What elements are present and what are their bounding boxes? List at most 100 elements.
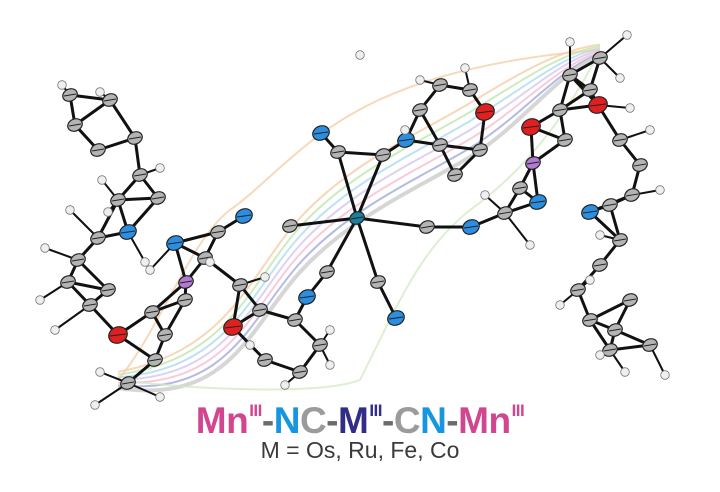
hydrogen-atom [57, 80, 67, 90]
formula-symbol: C [299, 400, 327, 441]
hydrogen-atom [620, 367, 630, 377]
ellipsoid-axis [563, 73, 577, 77]
hydrogen-atom [40, 243, 50, 253]
hydrogen-atom [645, 125, 655, 135]
hydrogen-atom [245, 340, 255, 350]
ellipsoid-axis [63, 93, 77, 97]
ellipsoid-axis [288, 318, 302, 322]
ellipsoid-axis [91, 236, 105, 240]
ellipsoid-axis [420, 225, 434, 229]
ellipsoid-axis [233, 283, 247, 287]
ellipsoid-axis [178, 298, 192, 302]
ellipsoid-axis [83, 303, 97, 307]
ellipsoid-axis [476, 110, 494, 114]
ellipsoid-axis [582, 210, 598, 214]
hydrogen-atom [460, 63, 470, 73]
ellipsoid-axis [101, 288, 115, 292]
hydrogen-atom [480, 190, 490, 200]
ellipsoid-axis [613, 238, 627, 242]
bond [325, 216, 359, 274]
hydrogen-atom [585, 275, 595, 285]
hydrogen-atom [140, 257, 150, 267]
ellipsoid-axis [463, 225, 479, 229]
ellipsoid-axis [224, 325, 242, 329]
hydrogen-atom [90, 400, 100, 410]
formula-part-bond: - [326, 400, 338, 441]
hydrogen-atom [260, 272, 270, 282]
ellipsoid-axis [145, 310, 159, 314]
ellipsoid-axis [293, 370, 307, 374]
hydrogen-atom [400, 125, 410, 135]
bond [355, 216, 429, 229]
ellipsoid-axis [526, 161, 540, 165]
isosurface-curve [117, 45, 601, 376]
isosurface-curve [117, 50, 601, 384]
hydrogen-atom [103, 207, 113, 217]
ellipsoid-axis [148, 358, 162, 362]
ellipsoid-axis [120, 230, 136, 234]
ellipsoid-axis [593, 263, 607, 267]
formula-part-metal: MIII [338, 400, 382, 441]
bond [504, 212, 531, 246]
ellipsoid-axis [473, 148, 487, 152]
formula-symbol: - [261, 400, 274, 441]
hydrogen-atom [325, 325, 335, 335]
hydrogen-atom [50, 325, 60, 335]
ellipsoid-axis [463, 88, 477, 92]
ellipsoid-axis [198, 256, 212, 260]
formula-part-bond: - [446, 400, 458, 441]
ellipsoid-axis [128, 136, 142, 140]
formula-symbol: Mn [458, 400, 511, 441]
hydrogen-atom [555, 300, 565, 310]
chain-formula: MnIII-NC-MIII-CN-MnIII [0, 391, 720, 441]
bond [355, 153, 385, 220]
ellipsoid-axis [71, 258, 85, 262]
hydrogen-atom [97, 175, 107, 185]
ellipsoid-axis [68, 123, 82, 127]
ellipsoid-axis [625, 193, 639, 197]
ellipsoid-axis [433, 143, 447, 147]
ellipsoid-axis [371, 280, 385, 284]
hydrogen-atom [625, 103, 635, 113]
hydrogen-atom [660, 370, 670, 380]
oxidation-state: III [249, 401, 262, 420]
hydrogen-atom [525, 240, 535, 250]
ellipsoid-axis [283, 224, 297, 228]
ellipsoid-axis [61, 280, 75, 284]
ellipsoid-axis [413, 108, 427, 112]
formula-part-nitrogen: N [420, 400, 447, 441]
hydrogen-atom [655, 185, 665, 195]
hydrogen-atom [595, 350, 605, 360]
ellipsoid-axis [553, 108, 567, 112]
ellipsoid-axis [643, 343, 657, 347]
ellipsoid-axis [151, 196, 165, 200]
formula-symbol: - [326, 400, 338, 441]
ellipsoid-axis [331, 150, 345, 154]
ellipsoid-axis [103, 98, 117, 102]
ellipsoid-axis [313, 131, 329, 135]
ellipsoid-axis [603, 203, 617, 207]
ellipsoid-axis [320, 270, 334, 274]
ellipsoid-axis [376, 153, 390, 157]
hydrogen-atom [615, 73, 625, 83]
hydrogen-atom [622, 30, 632, 40]
ellipsoid-axis [91, 148, 105, 152]
bond [108, 98, 137, 140]
formula-symbol: N [420, 400, 447, 441]
formula-symbol: - [382, 400, 394, 441]
ellipsoid-axis [589, 103, 607, 107]
ellipsoid-axis [558, 138, 572, 142]
hydrogen-atom [95, 367, 105, 377]
hydrogen-atom [95, 87, 105, 97]
hydrogen-atom [35, 295, 45, 305]
ellipsoid-axis [583, 318, 597, 322]
isosurface-curve [117, 49, 601, 391]
ellipsoid-axis [571, 288, 585, 292]
metal-caption: M = Os, Ru, Fe, Co [260, 437, 460, 463]
hydrogen-atom [65, 205, 75, 215]
ellipsoid-axis [513, 186, 527, 190]
formula-part-carbon: C [299, 400, 327, 441]
hydrogen-atom [155, 392, 165, 402]
bond [336, 150, 359, 220]
